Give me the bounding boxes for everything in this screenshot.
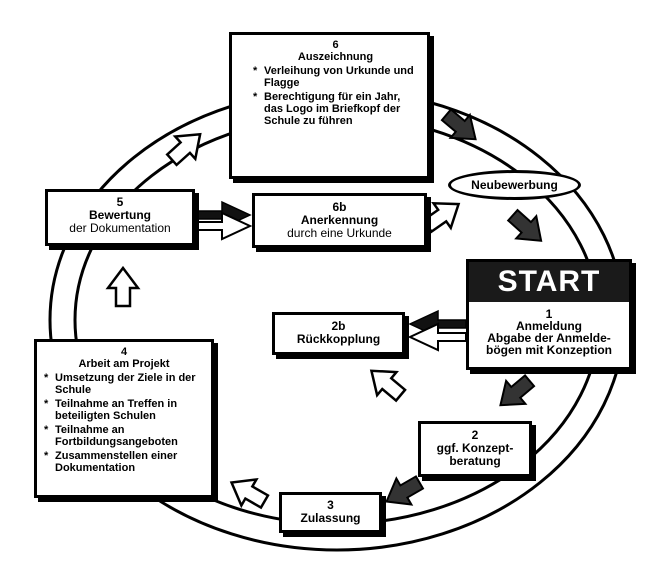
box-5-subtitle: der Dokumentation xyxy=(69,221,171,235)
box-6-title: Auszeichnung xyxy=(297,51,374,63)
box-1-title: Anmeldung xyxy=(516,319,582,333)
box-6-bullet: Berechtigung für ein Jahr, das Logo im B… xyxy=(252,91,419,127)
box-6b-anerkennung: 6b Anerkennung durch eine Urkunde xyxy=(252,193,427,248)
box-5-number: 5 xyxy=(116,195,124,209)
arrow-5-to-6b xyxy=(195,200,253,241)
box-4-number: 4 xyxy=(120,346,128,358)
box-3-number: 3 xyxy=(327,498,334,512)
box-4-bullet: Zusammenstellen einer Dokumentation xyxy=(43,450,205,474)
box-4-bullet: Teilnahme an Fortbildungsangeboten xyxy=(43,424,205,448)
box-1-number: 1 xyxy=(545,307,553,321)
box-2b-title: Rückkopplung xyxy=(296,332,381,346)
arrow-start-to-2b xyxy=(407,309,467,352)
arrow-ring-top-right xyxy=(435,102,487,152)
box-2-number: 2 xyxy=(471,428,479,442)
arrow-neubewerbung-to-start xyxy=(501,203,553,253)
arrow-inner-return xyxy=(360,358,412,408)
box-4-bullet: Teilnahme an Treffen in beteiligten Schu… xyxy=(43,398,205,422)
box-6-bullets: Verleihung von Urkunde und Flagge Berech… xyxy=(252,65,419,127)
box-4-title: Arbeit am Projekt xyxy=(78,358,170,370)
box-5-title: Bewertung xyxy=(88,208,151,222)
box-2-title: ggf. Konzept-beratung xyxy=(436,441,514,468)
neubewerbung-oval: Neubewerbung xyxy=(448,170,581,200)
box-1-subtitle: Abgabe der Anmelde-bögen mit Konzeption xyxy=(486,331,612,357)
box-6b-number: 6b xyxy=(332,200,347,214)
arrow-start-to-2 xyxy=(489,368,541,418)
box-2-konzeptberatung: 2 ggf. Konzept-beratung xyxy=(418,421,532,477)
box-6b-title: Anerkennung xyxy=(300,213,379,227)
box-1-start-anmeldung: START 1 Anmeldung Abgabe der Anmelde-bög… xyxy=(466,259,632,370)
box-4-arbeit-am-projekt: 4 Arbeit am Projekt Umsetzung der Ziele … xyxy=(34,339,214,498)
box-3-zulassung: 3 Zulassung xyxy=(279,492,382,533)
box-6b-subtitle: durch eine Urkunde xyxy=(287,226,392,240)
box-6-auszeichnung: 6 Auszeichnung Verleihung von Urkunde un… xyxy=(229,32,430,179)
box-6-bullet: Verleihung von Urkunde und Flagge xyxy=(252,65,419,89)
box-4-bullet: Umsetzung der Ziele in der Schule xyxy=(43,372,205,396)
box-6-number: 6 xyxy=(332,39,339,51)
box-4-bullets: Umsetzung der Ziele in der Schule Teilna… xyxy=(43,372,205,474)
start-label: START xyxy=(469,262,629,302)
box-2b-rueckkopplung: 2b Rückkopplung xyxy=(272,312,405,355)
arrow-left-upward xyxy=(106,266,140,308)
box-2b-number: 2b xyxy=(331,319,346,333)
box-3-title: Zulassung xyxy=(300,511,361,525)
box-5-bewertung: 5 Bewertung der Dokumentation xyxy=(45,189,195,246)
